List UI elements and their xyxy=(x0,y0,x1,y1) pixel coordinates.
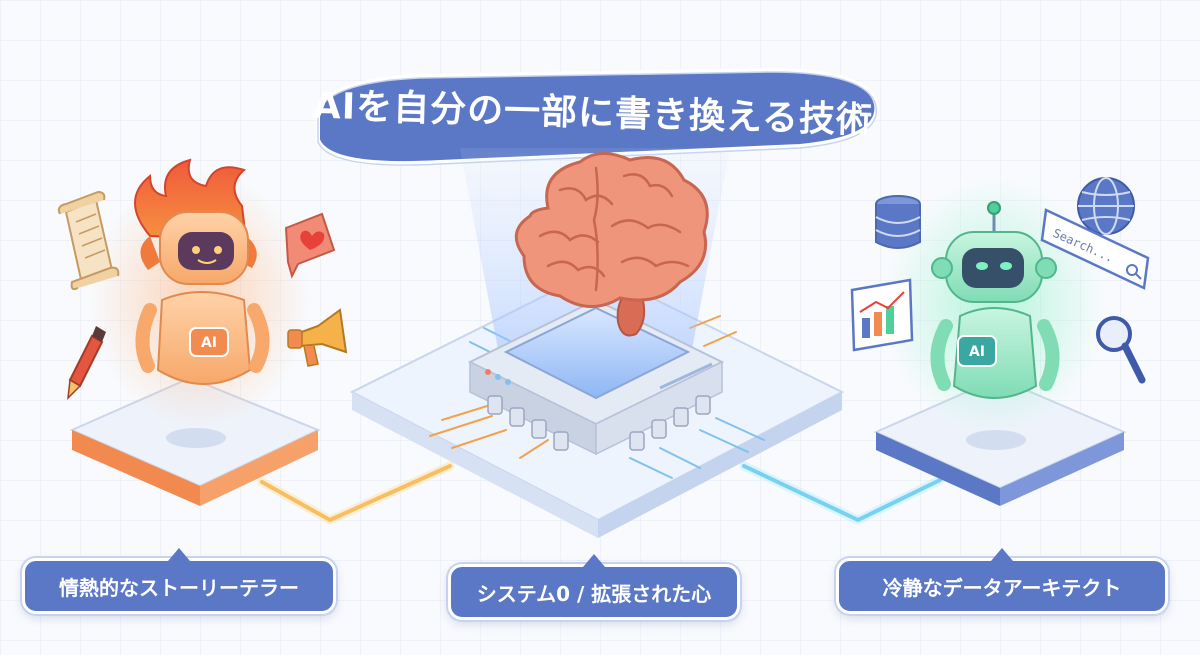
right-ai-badge xyxy=(957,335,997,367)
processor-chip xyxy=(467,298,725,456)
label-pointer xyxy=(583,554,605,567)
magnifier-icon xyxy=(1096,316,1146,384)
globe-icon xyxy=(1077,177,1135,235)
megaphone-icon xyxy=(287,308,348,367)
connector-right xyxy=(742,464,942,522)
title-banner xyxy=(316,67,879,166)
brain-icon xyxy=(514,152,709,337)
label-pointer xyxy=(991,548,1013,561)
label-storyteller-text: 情熱的なストーリーテラー xyxy=(59,575,299,600)
chart-icon xyxy=(850,278,914,352)
storyteller-robot: AI xyxy=(90,158,310,430)
connector-left-glow xyxy=(257,461,455,525)
heart-message-icon xyxy=(284,212,336,279)
left-platform xyxy=(69,376,321,506)
connector-right-glow xyxy=(739,461,945,525)
label-storyteller: 情熱的なストーリーテラー xyxy=(22,548,336,614)
database-icon xyxy=(875,195,921,249)
label-pointer xyxy=(168,548,190,561)
label-system-zero: システム0 / 拡張された心 xyxy=(448,554,740,620)
right-ai-badge-text: AI xyxy=(969,344,985,360)
label-data-architect: 冷静なデータアーキテクト xyxy=(836,548,1168,614)
pen-icon xyxy=(67,326,106,401)
left-ai-badge xyxy=(189,327,229,357)
left-ai-badge-text: AI xyxy=(201,335,217,351)
label-system-zero-text: システム0 / 拡張された心 xyxy=(476,581,712,606)
connector-left xyxy=(260,464,452,522)
label-data-architect-text: 冷静なデータアーキテクト xyxy=(882,575,1122,600)
scroll-icon xyxy=(57,190,120,291)
